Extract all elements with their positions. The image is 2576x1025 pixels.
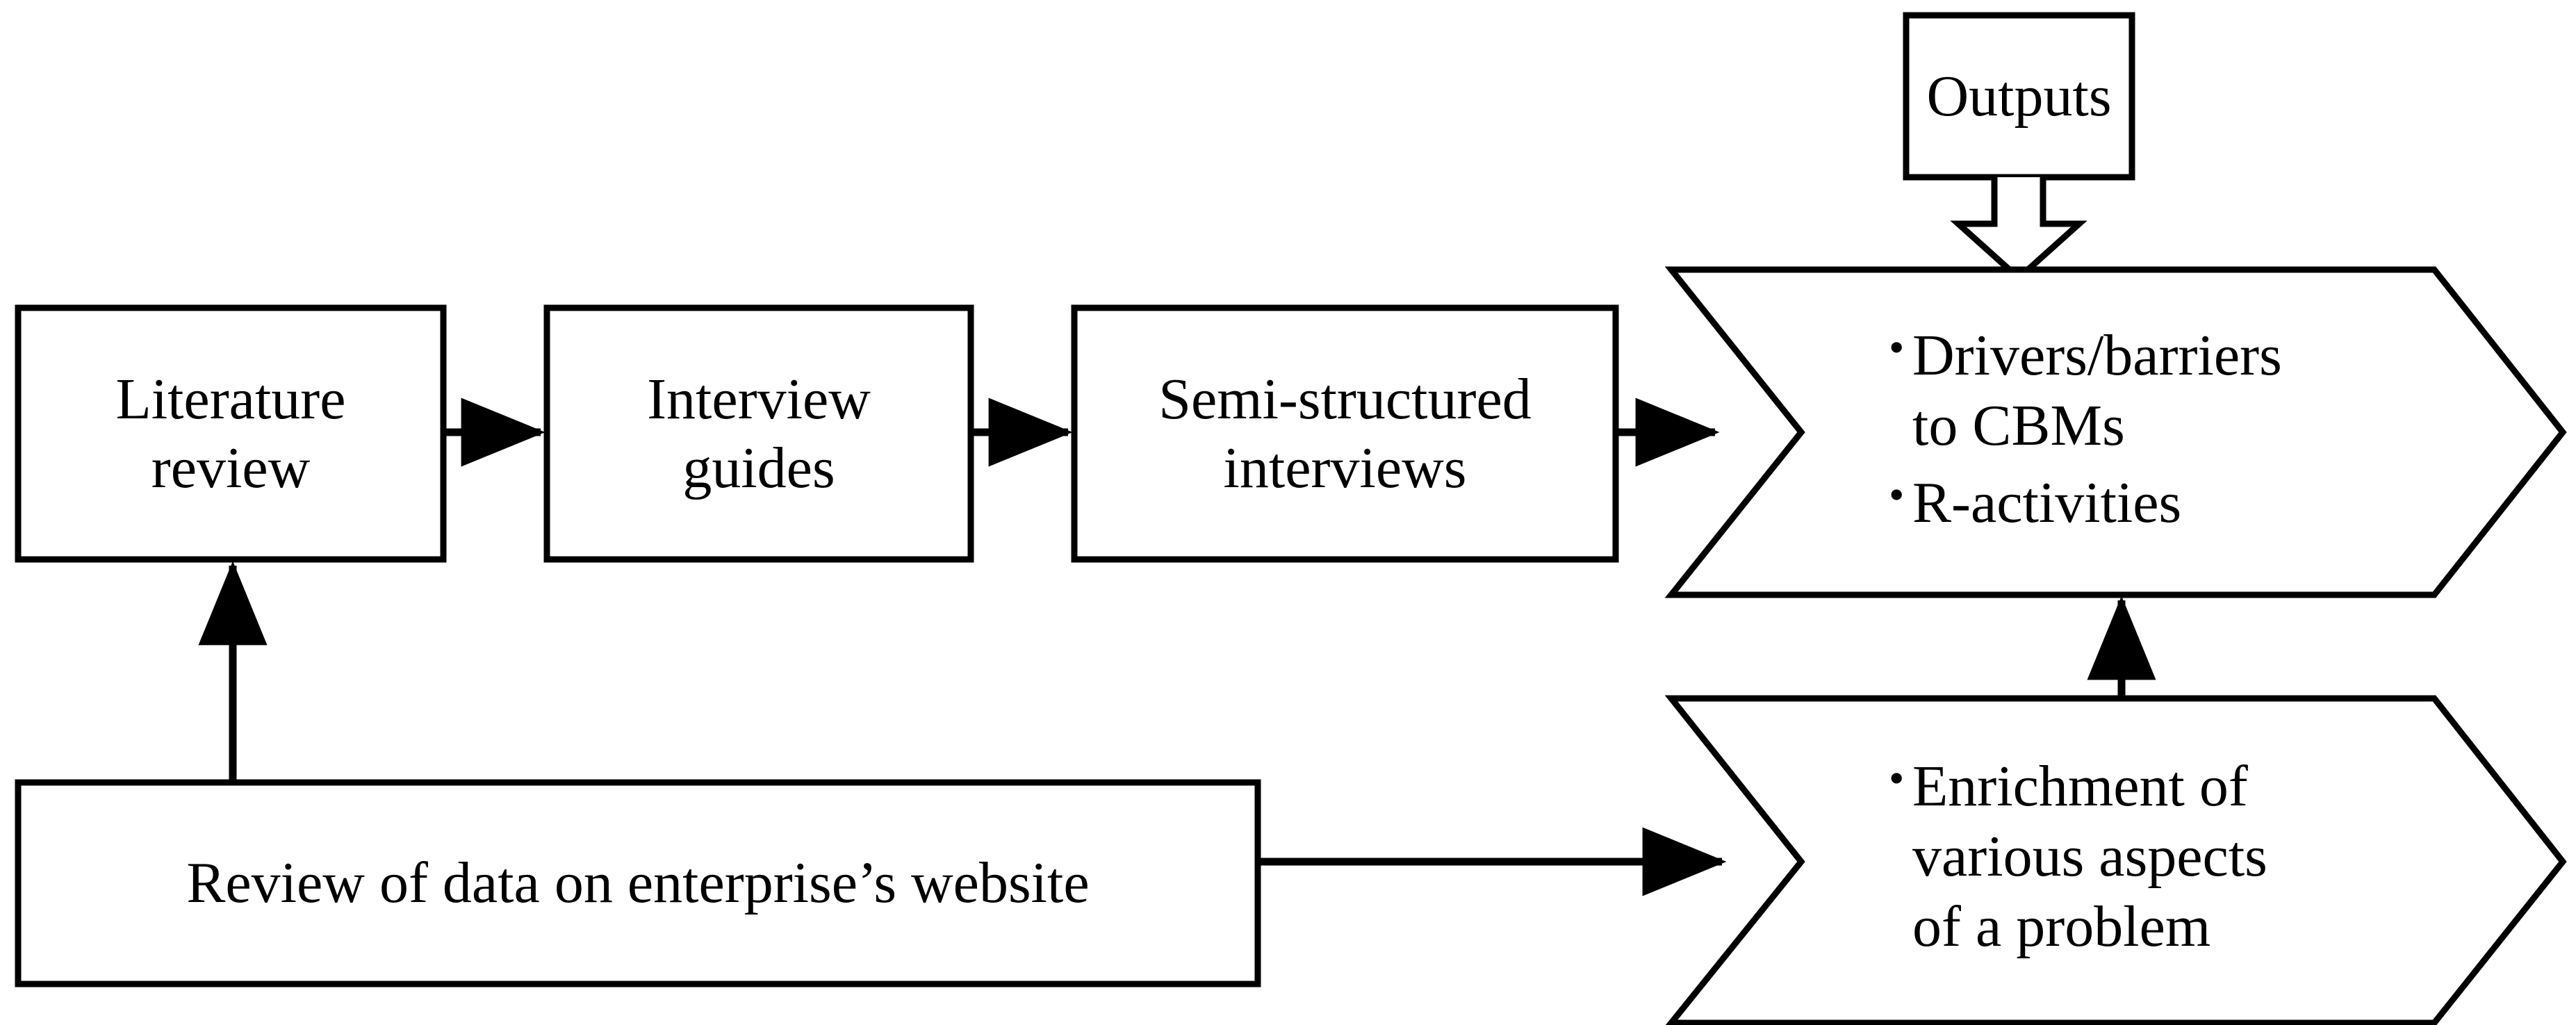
list-item: • R-activities <box>1889 468 2459 539</box>
node-literature-review[interactable] <box>15 304 447 563</box>
node-outputs-chevron[interactable] <box>1664 266 2567 598</box>
bullets-outputs-chevron: • Drivers/barriers to CBMs • R-activitie… <box>1889 321 2459 538</box>
node-interview-guides[interactable] <box>543 304 974 563</box>
node-enrichment-chevron[interactable] <box>1664 695 2567 1025</box>
bullet-icon: • <box>1889 753 1905 803</box>
list-item: • Enrichment of various aspects of a pro… <box>1889 752 2459 962</box>
node-website-review[interactable] <box>15 779 1261 987</box>
bullet-icon: • <box>1889 469 1905 519</box>
node-semi-structured-interviews[interactable] <box>1071 304 1619 563</box>
bullets-enrichment-chevron: • Enrichment of various aspects of a pro… <box>1889 752 2459 962</box>
bullet-label: R-activities <box>1912 470 2182 535</box>
block-arrow-down-outputs <box>1950 177 2087 283</box>
node-outputs[interactable] <box>1903 12 2135 181</box>
list-item: • Drivers/barriers to CBMs <box>1889 321 2459 461</box>
bullet-label: Enrichment of various aspects of a probl… <box>1912 754 2267 959</box>
bullet-icon: • <box>1889 322 1905 372</box>
bullet-label: Drivers/barriers to CBMs <box>1912 323 2282 458</box>
